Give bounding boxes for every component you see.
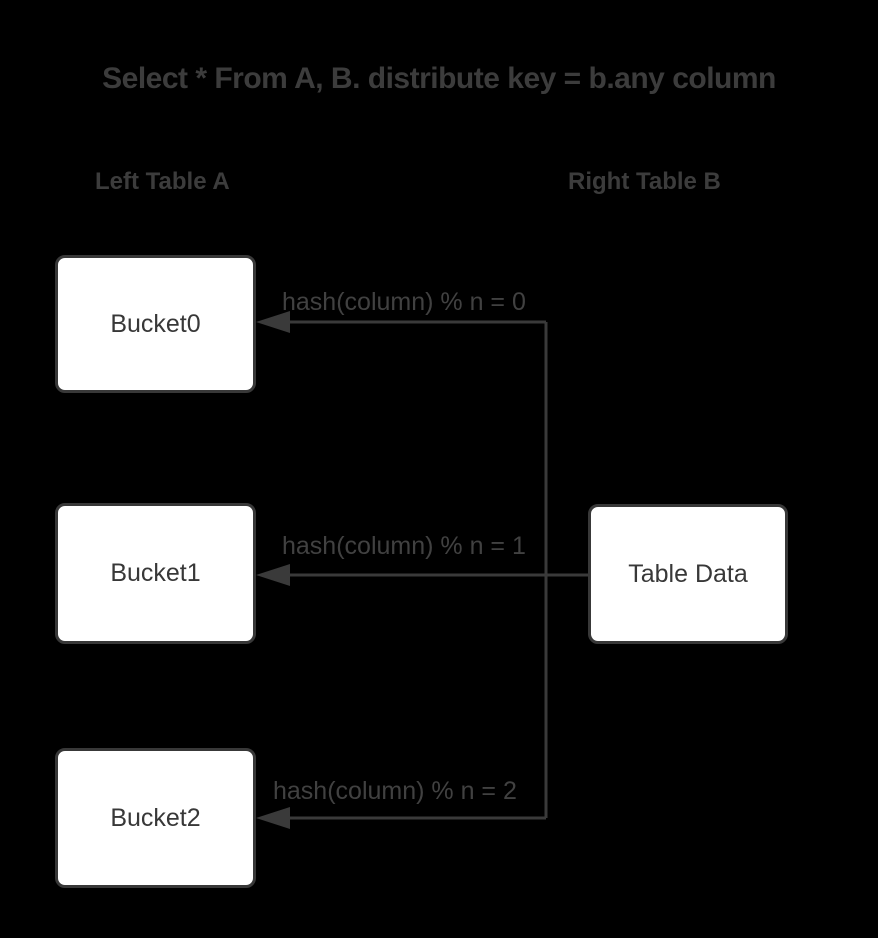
bucket2-node: Bucket2 [55,748,256,888]
arrow-label-bucket1: hash(column) % n = 1 [282,532,526,560]
right-table-header: Right Table B [568,168,721,195]
table-data-node: Table Data [588,504,788,644]
arrowhead-bucket2-icon [256,807,290,829]
bucket0-label: Bucket0 [110,309,201,338]
diagram-title: Select * From A, B. distribute key = b.a… [102,62,776,95]
bucket0-node: Bucket0 [55,255,256,393]
arrowhead-bucket1-icon [256,564,290,586]
bucket1-node: Bucket1 [55,503,256,644]
bucket1-label: Bucket1 [110,559,201,587]
bucket2-label: Bucket2 [110,803,201,832]
left-table-header: Left Table A [95,168,230,195]
arrow-label-bucket0: hash(column) % n = 0 [282,288,526,316]
arrow-label-bucket2: hash(column) % n = 2 [273,777,517,805]
table-data-label: Table Data [628,559,748,588]
